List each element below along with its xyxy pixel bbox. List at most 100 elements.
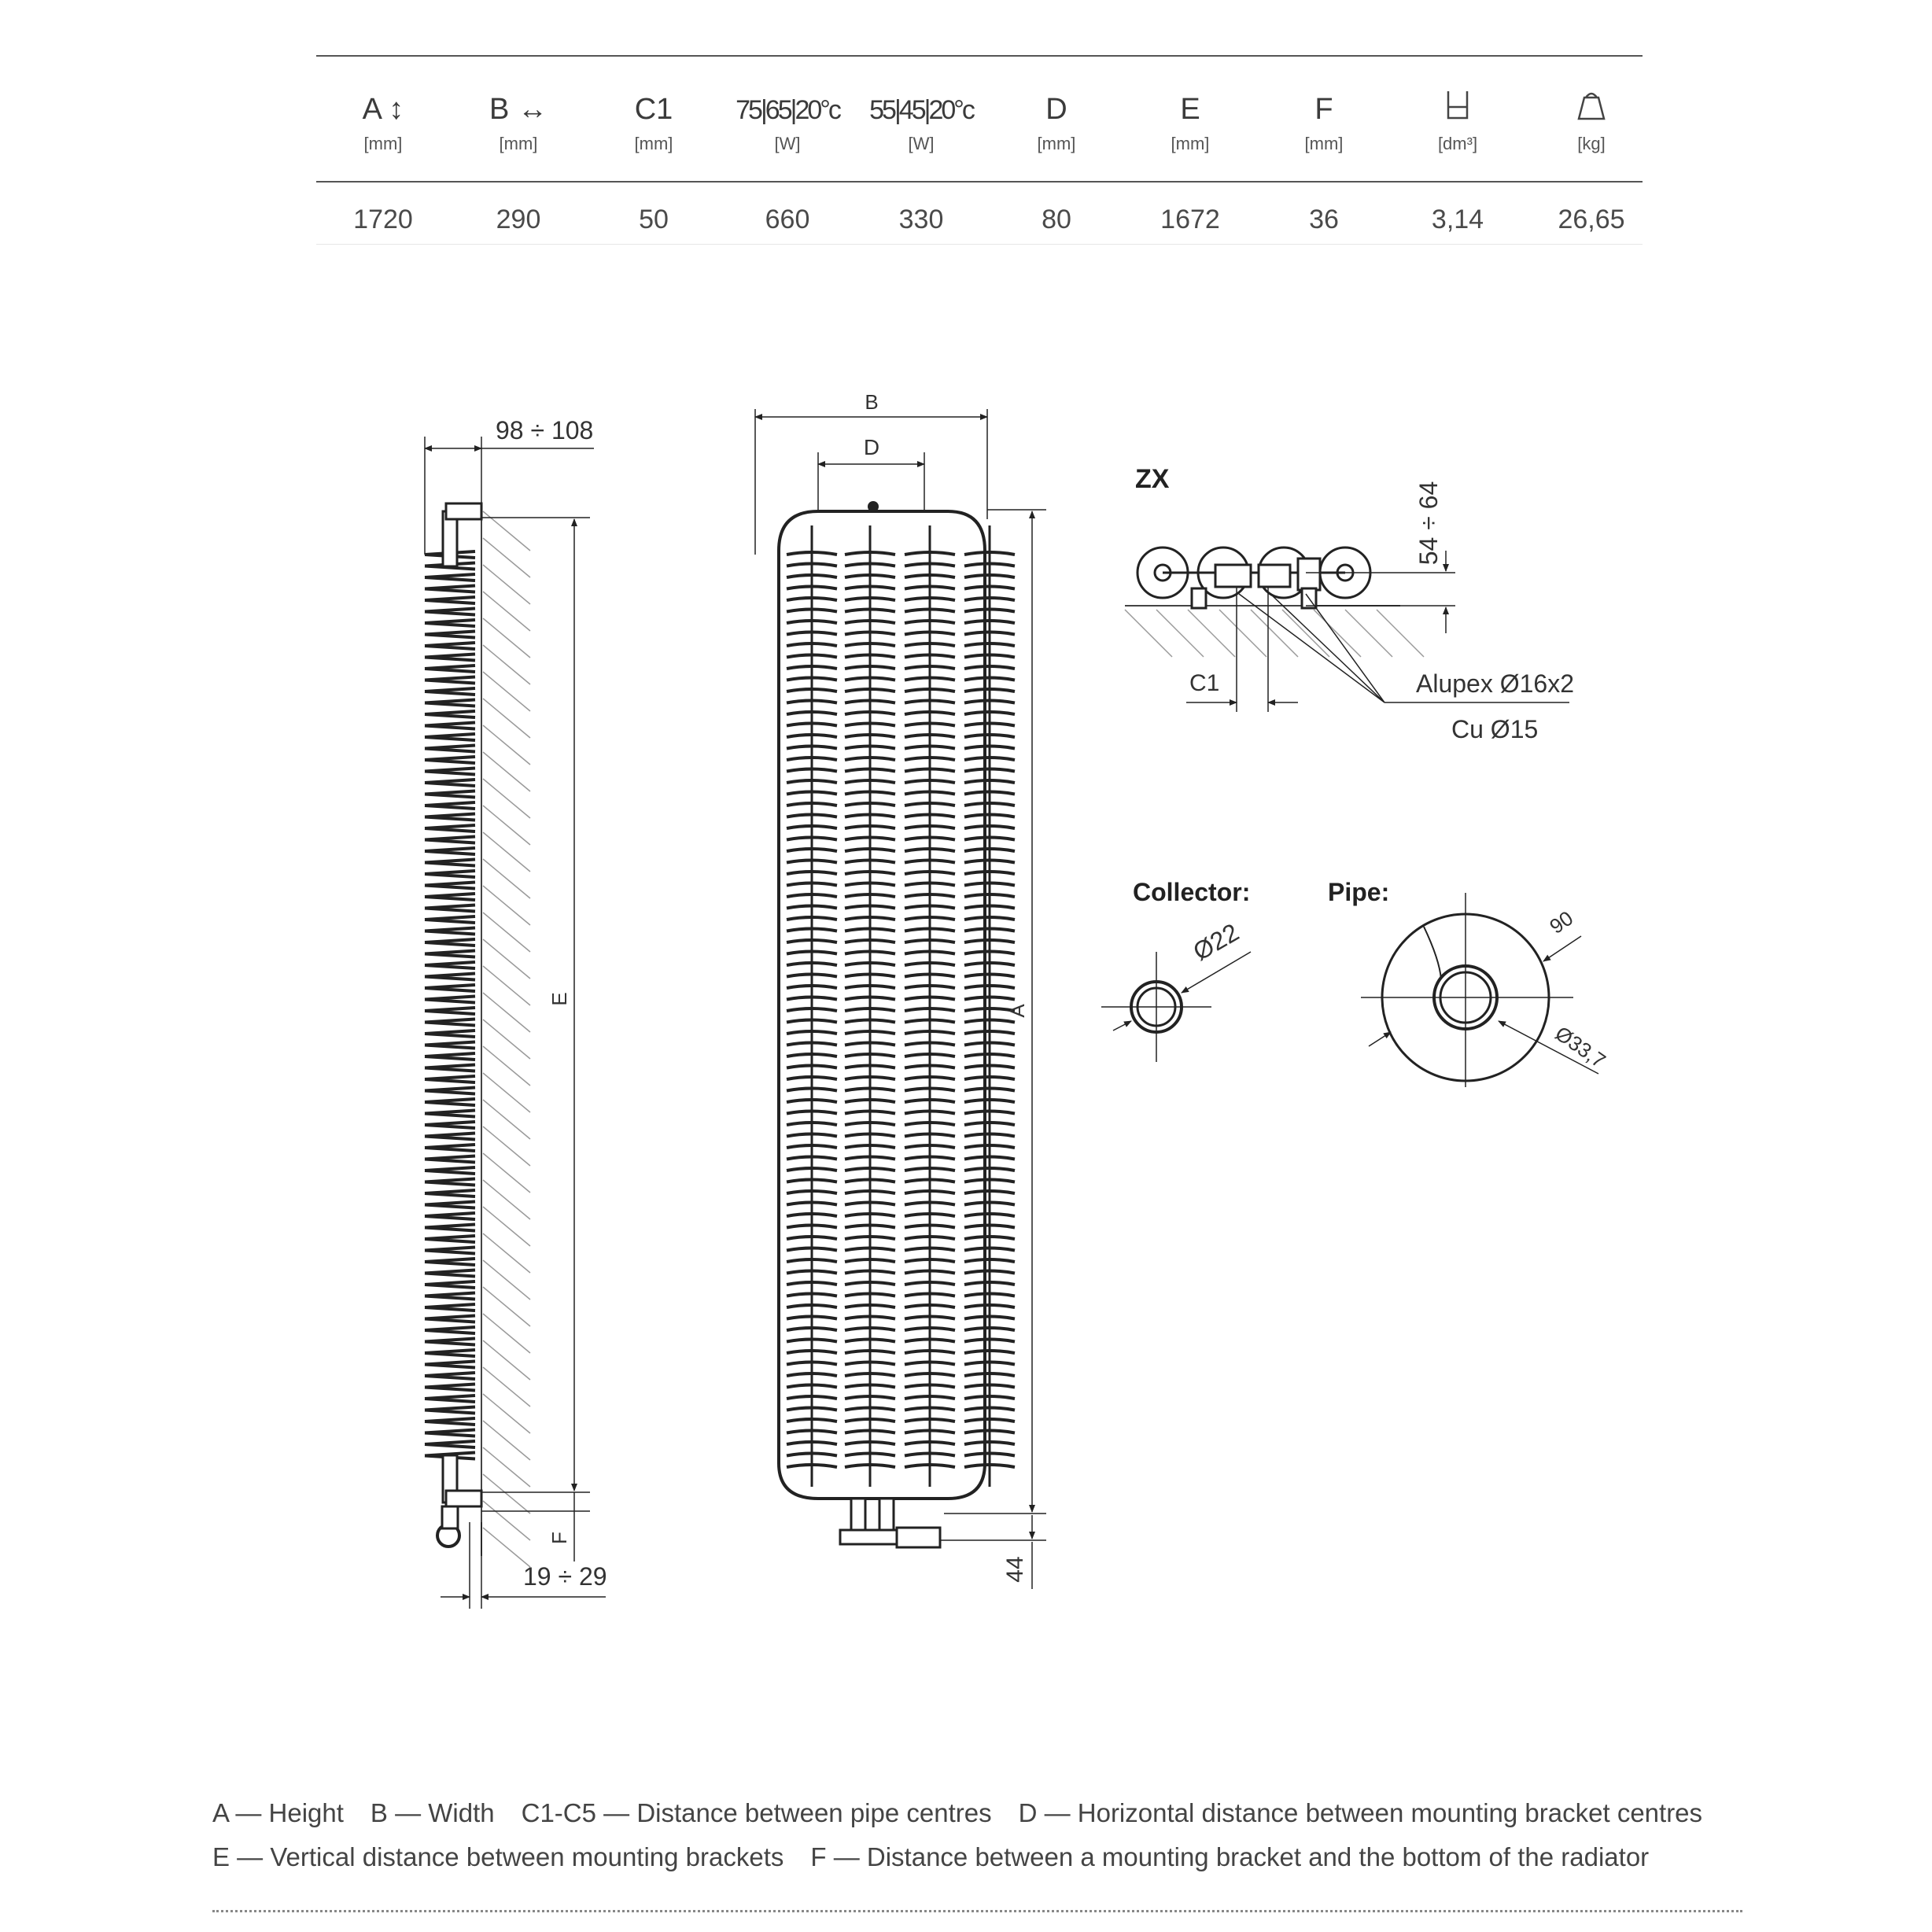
zx-title: ZX	[1135, 464, 1170, 494]
side-depth-label: 98 ÷ 108	[496, 416, 593, 444]
front-fin	[786, 1418, 838, 1423]
front-fin	[844, 1246, 896, 1252]
side-fin	[424, 960, 476, 970]
hatch-line	[482, 912, 531, 953]
side-fin	[424, 1040, 476, 1050]
front-fin	[904, 1349, 956, 1355]
front-fin	[904, 1372, 956, 1377]
front-fin	[904, 642, 956, 647]
front-label-44: 44	[1002, 1556, 1028, 1582]
front-label-d: D	[864, 435, 879, 459]
unit-volume: [dm³]	[1437, 134, 1478, 153]
legend-b: B — Width	[370, 1798, 495, 1827]
front-fin	[964, 813, 1016, 819]
zx-hatch-line	[1281, 609, 1330, 658]
front-fin	[964, 938, 1016, 944]
hatch-line	[482, 1340, 531, 1381]
front-fin	[786, 779, 838, 784]
front-fin	[786, 767, 838, 773]
front-fin	[786, 1337, 838, 1344]
hatch-line	[482, 1447, 531, 1488]
side-fin	[424, 710, 476, 719]
front-fin	[844, 1281, 896, 1286]
front-fin	[904, 1326, 956, 1332]
front-fin	[786, 699, 838, 705]
front-fin	[786, 1212, 838, 1218]
front-fin	[904, 619, 956, 625]
front-fin	[844, 1372, 896, 1377]
hatch-line	[482, 831, 531, 872]
front-fin	[786, 1109, 838, 1115]
side-fin	[424, 812, 476, 822]
side-fin	[424, 1382, 476, 1392]
front-fin	[844, 1200, 896, 1207]
hatch-line	[482, 1527, 531, 1568]
front-fin	[844, 1451, 896, 1458]
side-fin	[424, 926, 476, 936]
front-fin	[964, 984, 1016, 990]
side-fin	[424, 994, 476, 1005]
hatch-line	[482, 1045, 531, 1086]
front-fin	[904, 813, 956, 819]
side-fin	[424, 857, 476, 868]
side-fin	[424, 1200, 476, 1210]
side-fin	[424, 1359, 476, 1370]
side-fin	[424, 880, 476, 890]
front-fin	[964, 802, 1016, 807]
front-fin	[904, 721, 956, 728]
front-fin	[844, 1109, 896, 1115]
front-fin	[844, 1258, 896, 1263]
front-fin	[844, 1018, 896, 1024]
front-fin	[786, 916, 838, 921]
front-fin	[786, 949, 838, 956]
front-label-a: A	[1005, 1004, 1029, 1018]
front-fin	[844, 1178, 896, 1184]
front-fin	[786, 1064, 838, 1070]
front-fins	[786, 525, 1016, 1487]
header-output-55: 55|45|20°c	[869, 95, 975, 125]
front-fin	[904, 904, 956, 910]
front-fin	[844, 1326, 896, 1332]
front-fin	[964, 1167, 1016, 1172]
side-fin	[424, 1108, 476, 1119]
hatch-line	[482, 537, 531, 578]
front-fin	[964, 927, 1016, 933]
front-fin	[904, 1223, 956, 1230]
zx-hatch-line	[1156, 609, 1204, 658]
front-fin	[844, 802, 896, 807]
front-fin	[964, 1041, 1016, 1047]
side-fin	[424, 573, 476, 582]
front-fin	[844, 779, 896, 784]
front-fin	[786, 721, 838, 728]
hatch-line	[482, 885, 531, 926]
side-view: 98 ÷ 108 E F 19 ÷ 29	[424, 416, 607, 1609]
front-fin	[904, 573, 956, 579]
hatch-line	[482, 1420, 531, 1461]
side-fin	[424, 1417, 476, 1426]
front-fin	[786, 984, 838, 990]
side-fin	[424, 1222, 476, 1233]
front-fin	[786, 1098, 838, 1104]
front-fin	[786, 824, 838, 830]
hatch-line	[482, 1473, 531, 1514]
footer-dotted-rule	[212, 1910, 1742, 1912]
front-fin	[844, 1349, 896, 1355]
front-fin	[786, 1314, 838, 1321]
front-fin	[844, 1053, 896, 1058]
front-fin	[844, 1223, 896, 1230]
front-fin	[964, 790, 1016, 796]
front-fin	[964, 767, 1016, 773]
front-fin	[786, 584, 838, 591]
front-fin	[844, 972, 896, 979]
front-fin	[844, 710, 896, 716]
front-fin	[904, 1075, 956, 1081]
front-fin	[964, 847, 1016, 853]
side-fin	[424, 1428, 476, 1438]
front-fin	[964, 1281, 1016, 1286]
front-fin	[904, 1098, 956, 1104]
side-fin	[424, 664, 476, 673]
front-fin	[844, 584, 896, 591]
front-fin	[786, 642, 838, 647]
front-fin	[786, 847, 838, 853]
